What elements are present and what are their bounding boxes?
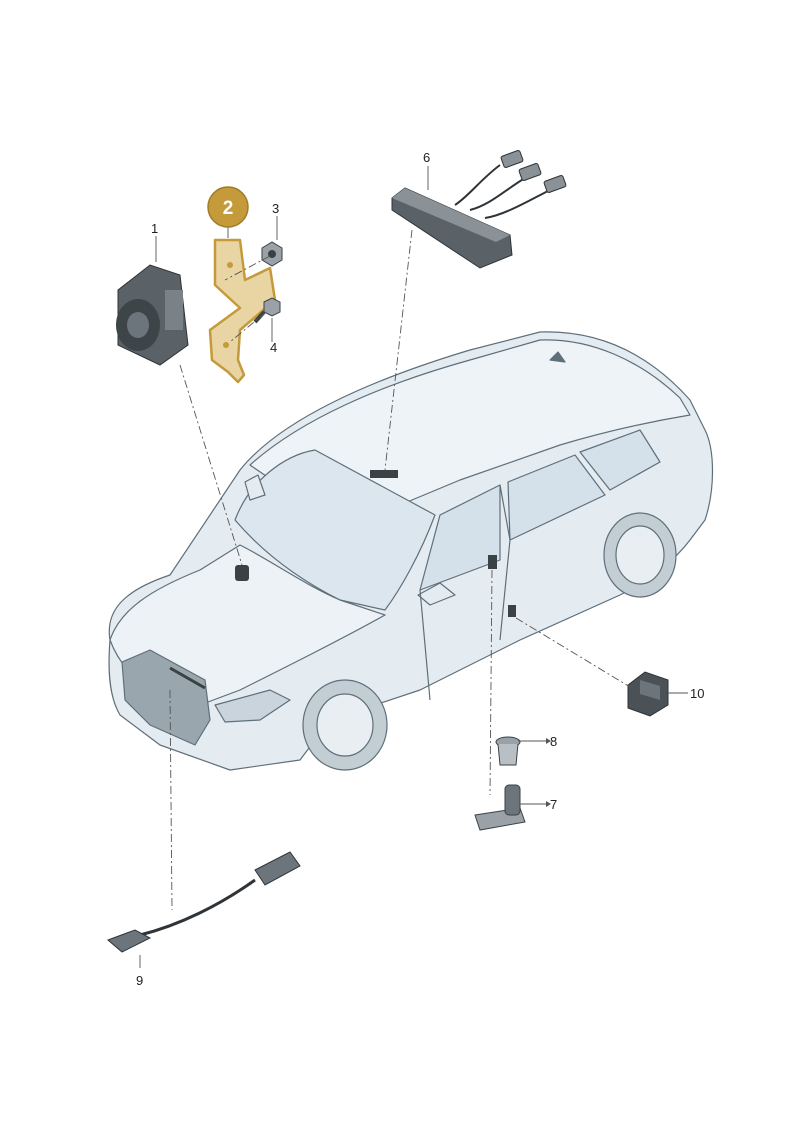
roof-module-marker bbox=[370, 470, 398, 478]
part-10-switch[interactable] bbox=[627, 671, 669, 717]
front-antenna-marker bbox=[169, 666, 206, 690]
part-3-nut[interactable] bbox=[261, 241, 283, 267]
part-7-sensor[interactable] bbox=[474, 784, 526, 831]
mount-points bbox=[169, 470, 516, 690]
callout-1[interactable]: 1 bbox=[151, 221, 158, 236]
part-9-cable[interactable] bbox=[107, 851, 301, 953]
part-6-control-module[interactable] bbox=[391, 150, 567, 269]
callout-arrows bbox=[546, 738, 551, 807]
callout-labels: 1 3 4 6 7 8 9 10 bbox=[136, 150, 704, 988]
rear-sensor-marker bbox=[508, 605, 516, 617]
callout-10[interactable]: 10 bbox=[690, 686, 704, 701]
callout-6[interactable]: 6 bbox=[423, 150, 430, 165]
callout-8[interactable]: 8 bbox=[550, 734, 557, 749]
callout-9[interactable]: 9 bbox=[136, 973, 143, 988]
part-1-siren[interactable] bbox=[116, 264, 189, 366]
part-8-grommet[interactable] bbox=[495, 736, 521, 766]
highlight-badge-label: 2 bbox=[223, 198, 234, 219]
highlight-badge[interactable]: 2 bbox=[207, 186, 249, 228]
horn-mount-marker bbox=[235, 565, 249, 581]
door-sensor-marker bbox=[488, 555, 497, 569]
part-2-bracket[interactable] bbox=[208, 238, 277, 384]
car-illustration bbox=[108, 331, 714, 771]
callout-4[interactable]: 4 bbox=[270, 340, 277, 355]
leader-lines bbox=[139, 166, 688, 968]
callout-7[interactable]: 7 bbox=[550, 797, 557, 812]
callout-3[interactable]: 3 bbox=[272, 201, 279, 216]
